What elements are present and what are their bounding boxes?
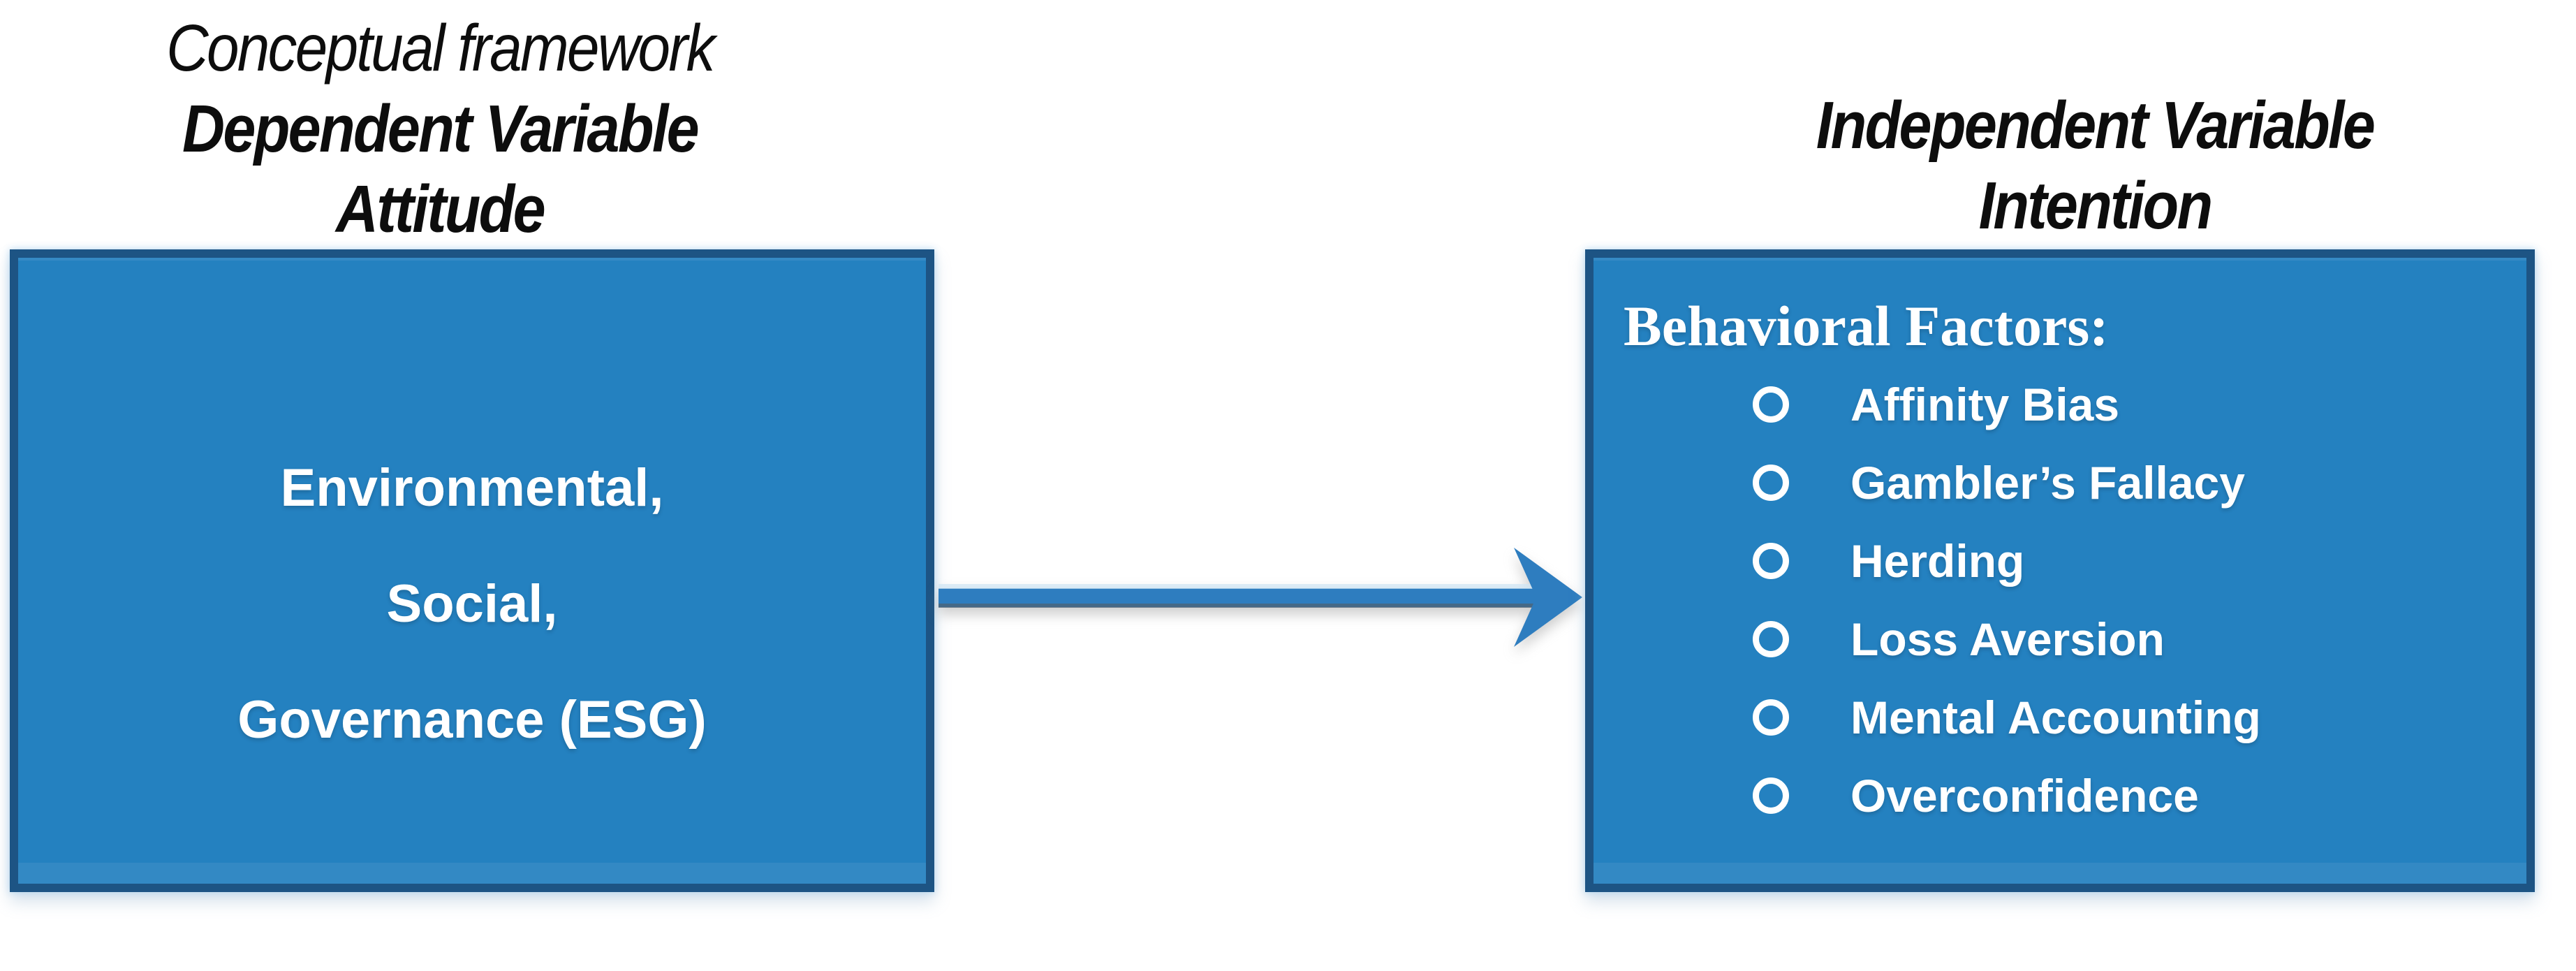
esg-box: Environmental, Social, Governance (ESG)	[10, 249, 934, 892]
list-item-label: Affinity Bias	[1850, 379, 2120, 430]
left-heading-block: Conceptual framework Dependent Variable …	[78, 8, 802, 249]
dependent-variable-label: Dependent Variable	[182, 92, 700, 166]
behavioral-factors-box: Behavioral Factors: Affinity Bias Gamble…	[1585, 249, 2535, 892]
circle-bullet-icon	[1753, 386, 1789, 423]
diagram-title: Conceptual framework	[166, 11, 715, 85]
list-item-loss-aversion: Loss Aversion	[1624, 600, 2505, 678]
list-item-label: Herding	[1850, 535, 2025, 587]
circle-bullet-icon	[1753, 465, 1789, 501]
list-item-gamblers-fallacy: Gambler’s Fallacy	[1624, 444, 2505, 522]
behavioral-factors-heading: Behavioral Factors:	[1624, 294, 2109, 358]
esg-box-text: Environmental, Social, Governance (ESG)	[18, 291, 926, 917]
list-item-label: Overconfidence	[1850, 770, 2199, 822]
circle-bullet-icon	[1753, 543, 1789, 579]
list-item-overconfidence: Overconfidence	[1624, 757, 2505, 835]
intention-label: Intention	[1978, 168, 2213, 243]
circle-bullet-icon	[1753, 777, 1789, 814]
esg-line-social: Social,	[386, 574, 558, 634]
behavioral-factors-list: Affinity Bias Gambler’s Fallacy Herding …	[1624, 365, 2505, 835]
attitude-label: Attitude	[336, 172, 546, 247]
list-item-label: Gambler’s Fallacy	[1850, 457, 2245, 509]
circle-bullet-icon	[1753, 621, 1789, 657]
behavioral-factors-content: Behavioral Factors: Affinity Bias Gamble…	[1594, 258, 2526, 884]
list-item-mental-accounting: Mental Accounting	[1624, 678, 2505, 757]
right-heading-block: Independent Variable Intention	[1732, 85, 2457, 246]
list-item-label: Loss Aversion	[1850, 613, 2165, 665]
esg-line-governance: Governance (ESG)	[237, 690, 707, 750]
list-item-affinity-bias: Affinity Bias	[1624, 365, 2505, 444]
independent-variable-label: Independent Variable	[1816, 88, 2376, 163]
esg-line-environmental: Environmental,	[280, 458, 664, 518]
list-item-herding: Herding	[1624, 522, 2505, 600]
list-item-label: Mental Accounting	[1850, 692, 2261, 743]
circle-bullet-icon	[1753, 699, 1789, 736]
